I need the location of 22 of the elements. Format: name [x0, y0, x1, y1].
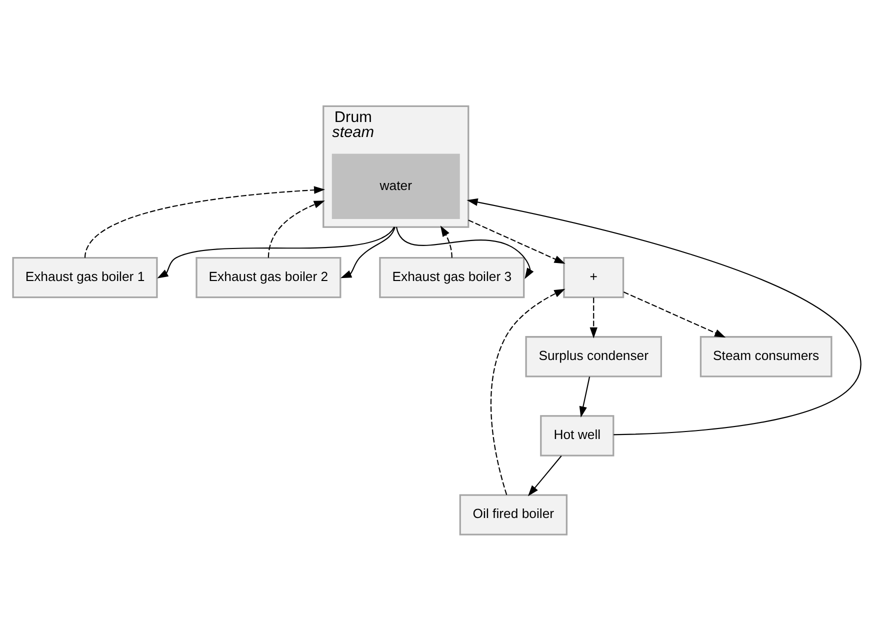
arrow — [157, 226, 395, 278]
arrow — [590, 297, 598, 338]
node-box: Hot well — [540, 414, 614, 456]
arrow — [440, 225, 452, 258]
arrow — [396, 226, 534, 278]
arrow — [466, 198, 860, 435]
arrow — [268, 200, 325, 258]
arrow — [340, 226, 396, 278]
arrow — [490, 288, 566, 494]
arrow — [623, 291, 726, 338]
node-box: Exhaust gas boiler 1 — [12, 256, 158, 298]
arrow — [84, 186, 326, 258]
node-box: Steam consumers — [700, 336, 832, 377]
arrow — [468, 219, 566, 264]
node-box: Surplus condenser — [525, 336, 662, 377]
arrow — [528, 454, 562, 496]
node-box: water — [332, 153, 460, 219]
node-box: + — [563, 256, 624, 298]
node-box: Oil fired boiler — [459, 494, 568, 535]
arrow — [579, 376, 590, 417]
node-box: Exhaust gas boiler 3 — [379, 256, 525, 298]
node-box: Exhaust gas boiler 2 — [196, 256, 342, 298]
